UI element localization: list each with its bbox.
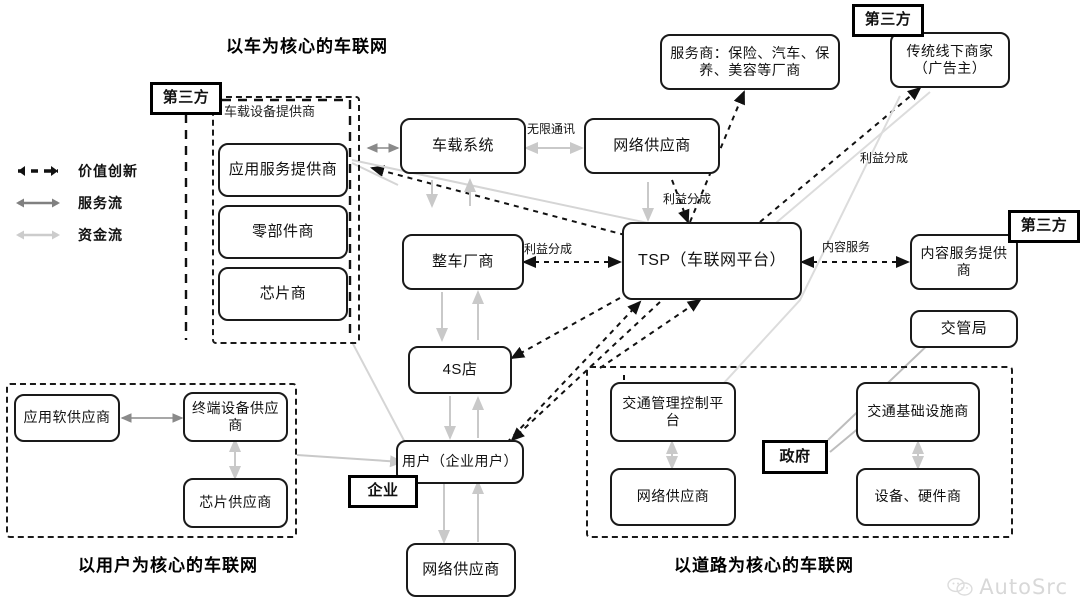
legend-item-capital-flow: 资金流 <box>10 219 138 251</box>
group-user-centric <box>6 383 297 538</box>
edge-chipgroup-user <box>351 341 409 449</box>
node-offline-merchant[interactable]: 传统线下商家（广告主） <box>890 32 1010 88</box>
node-traffic-infra-provider[interactable]: 交通基础设施商 <box>856 382 980 442</box>
legend-label-service-flow: 服务流 <box>78 195 123 211</box>
legend-symbol-capital <box>16 230 60 240</box>
node-tsp[interactable]: TSP（车联网平台） <box>622 222 802 300</box>
edge-label-profit-share-merchant: 利益分成 <box>860 151 909 165</box>
tag-third-party-top[interactable]: 第三方 <box>852 4 924 37</box>
legend-symbol-dashed <box>18 166 58 176</box>
legend-item-value-innovation: 价值创新 <box>10 155 138 187</box>
edge-label-wireless-comm: 无限通讯 <box>527 122 576 136</box>
edge-tsp-appservice <box>370 165 626 236</box>
node-network-provider-bottom[interactable]: 网络供应商 <box>406 543 516 597</box>
wechat-icon <box>947 577 973 596</box>
group-caption-onboard-equipment: 车载设备提供商 <box>224 104 316 119</box>
node-dealer-4s[interactable]: 4S店 <box>408 346 512 394</box>
node-chip-supplier[interactable]: 芯片供应商 <box>183 478 288 528</box>
node-parts-supplier[interactable]: 零部件商 <box>218 205 348 259</box>
edge-usergroup-user <box>296 454 404 468</box>
legend-symbol-service <box>16 198 60 208</box>
node-network-provider-top[interactable]: 网络供应商 <box>584 118 720 174</box>
edge-label-content-service: 内容服务 <box>822 240 871 254</box>
node-app-soft-supplier[interactable]: 应用软供应商 <box>14 394 120 442</box>
edge-roadgroup-tsp-2 <box>599 298 702 369</box>
node-app-service-provider[interactable]: 应用服务提供商 <box>218 143 348 197</box>
section-title-vehicle: 以车为核心的车联网 <box>226 37 388 56</box>
tag-enterprise[interactable]: 企业 <box>348 475 418 508</box>
tag-government[interactable]: 政府 <box>762 440 828 474</box>
node-traffic-bureau[interactable]: 交管局 <box>910 310 1018 348</box>
edge-label-profit-share-network: 利益分成 <box>663 192 712 206</box>
node-road-network-provider[interactable]: 网络供应商 <box>610 468 736 526</box>
node-terminal-device-supplier[interactable]: 终端设备供应商 <box>183 392 288 442</box>
node-service-providers[interactable]: 服务商：保险、汽车、保养、美容等厂商 <box>660 34 840 90</box>
node-chip-maker[interactable]: 芯片商 <box>218 267 348 321</box>
section-title-road: 以道路为核心的车联网 <box>674 556 854 575</box>
edge-label-profit-share-oem: 利益分成 <box>524 242 573 256</box>
legend-label-value-innovation: 价值创新 <box>78 163 138 179</box>
edge-tsp-4s <box>510 297 621 359</box>
node-content-service-provider[interactable]: 内容服务提供商 <box>910 234 1018 290</box>
node-oem[interactable]: 整车厂商 <box>402 234 524 290</box>
legend-item-service-flow: 服务流 <box>10 187 138 219</box>
section-title-user: 以用户为核心的车联网 <box>78 556 258 575</box>
tag-third-party-right[interactable]: 第三方 <box>1008 210 1080 243</box>
node-device-hardware-provider[interactable]: 设备、硬件商 <box>856 468 980 526</box>
watermark: AutoSrc <box>947 575 1068 599</box>
node-traffic-control-platform[interactable]: 交通管理控制平台 <box>610 382 736 442</box>
legend-label-capital-flow: 资金流 <box>78 227 123 243</box>
legend: 价值创新 服务流 资金流 <box>10 155 138 251</box>
watermark-text: AutoSrc <box>979 575 1068 599</box>
node-vehicle-system[interactable]: 车载系统 <box>400 118 526 174</box>
tag-third-party-left[interactable]: 第三方 <box>150 82 222 115</box>
